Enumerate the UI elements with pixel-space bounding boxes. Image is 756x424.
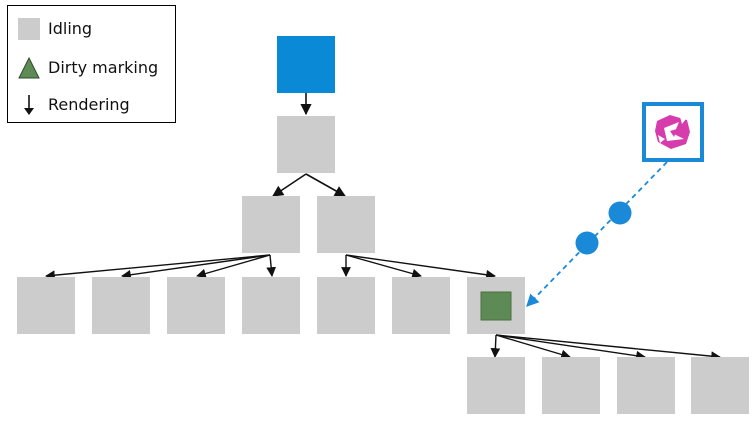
tree-node-l4a bbox=[467, 357, 525, 414]
edge-l3g-to-l4b bbox=[495, 334, 571, 360]
tree-node-l3d bbox=[242, 277, 300, 334]
edge-l3g-to-l4c bbox=[495, 334, 646, 361]
tree-node-l3b bbox=[92, 277, 150, 334]
edge-l3g-to-l4d bbox=[495, 334, 721, 362]
tree-node-l1 bbox=[277, 116, 335, 173]
legend-label-dirty-marking: Dirty marking bbox=[48, 58, 159, 77]
edge-l2a-to-l3c bbox=[196, 254, 271, 279]
tree-node-l3c bbox=[167, 277, 225, 334]
edge-l2a-to-l3b bbox=[121, 254, 271, 280]
idle-swatch-icon bbox=[18, 18, 40, 40]
legend-label-rendering: Rendering bbox=[48, 95, 130, 114]
edge-l2b-to-l3f bbox=[345, 254, 422, 279]
legend-item-idling: Idling bbox=[18, 18, 92, 40]
tree-node-l2b bbox=[317, 196, 375, 253]
tree-node-l4c bbox=[617, 357, 675, 414]
dirty-triangle-icon bbox=[18, 56, 40, 79]
dirty-marker bbox=[480, 291, 512, 321]
tree-node-l3a bbox=[17, 277, 75, 334]
redux-style-logo-icon bbox=[642, 102, 704, 162]
legend-label-idling: Idling bbox=[48, 19, 93, 38]
tree-node-l3e bbox=[317, 277, 375, 334]
signal-dot-upper bbox=[608, 201, 632, 225]
legend-item-rendering: Rendering bbox=[18, 94, 130, 116]
signal-path bbox=[526, 161, 668, 307]
down-arrow-icon bbox=[18, 94, 40, 116]
signal-dot-lower bbox=[575, 231, 599, 255]
edge-l2b-to-l3g bbox=[345, 254, 496, 280]
legend: Idling Dirty marking Rendering bbox=[7, 5, 176, 123]
legend-item-dirty-marking: Dirty marking bbox=[18, 56, 159, 79]
edge-l1-to-l2a bbox=[272, 173, 307, 197]
tree-node-l3f bbox=[392, 277, 450, 334]
tree-node-l2a bbox=[242, 196, 300, 253]
edge-l3g-to-l4a bbox=[490, 334, 501, 358]
edge-l1-to-l2b bbox=[305, 173, 346, 197]
root-node bbox=[277, 36, 335, 93]
edge-l2a-to-l3a bbox=[45, 254, 271, 281]
tree-node-l4b bbox=[542, 357, 600, 414]
tree-node-l4d bbox=[691, 357, 749, 414]
edge-l2a-to-l3d bbox=[266, 254, 277, 277]
